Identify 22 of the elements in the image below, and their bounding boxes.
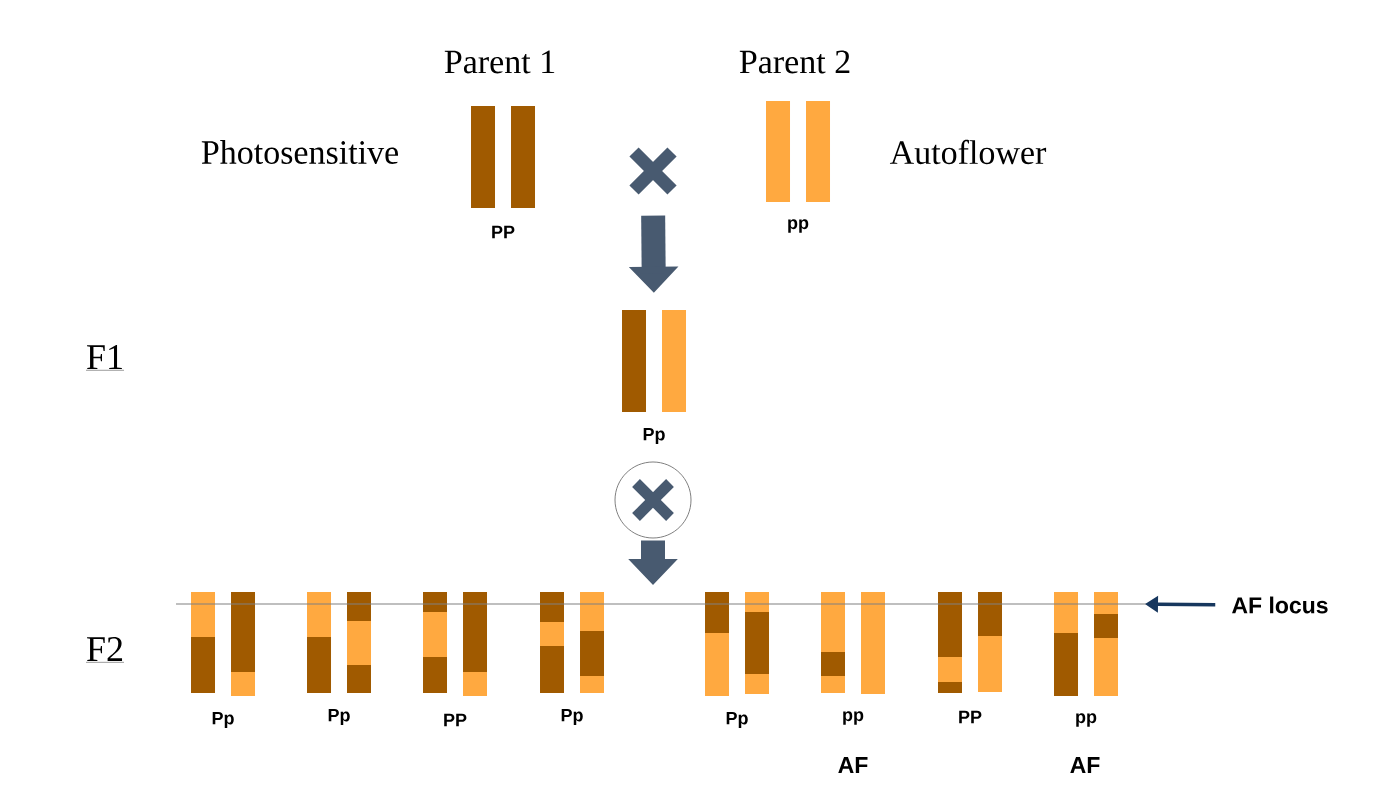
genotype-label: PP <box>959 710 982 724</box>
genotype-label: PP <box>444 713 467 727</box>
phenotype-label: AF <box>838 757 868 773</box>
parent-label: Parent 2 <box>739 50 850 74</box>
generation-label: F1 <box>85 345 125 371</box>
genotype-label: Pp <box>726 711 748 729</box>
genotype-label: pp <box>788 219 809 233</box>
genotype-label: Pp <box>212 711 234 729</box>
genotype-label: Pp <box>643 427 665 445</box>
genotype-label: PP <box>492 225 515 239</box>
genotype-label: pp <box>843 711 864 725</box>
cross-symbol <box>629 147 677 195</box>
phenotype-label: AF <box>1070 757 1100 773</box>
circled-cross-symbol <box>614 461 692 539</box>
phenotype-label: Autoflower <box>889 139 1047 165</box>
genotype-label: Pp <box>328 708 350 726</box>
phenotype-label: Photosensitive <box>201 140 398 164</box>
parent-label: Parent 1 <box>444 50 555 74</box>
generation-label: F2 <box>85 637 125 663</box>
genotype-label: pp <box>1076 713 1097 727</box>
locus-label: AF locus <box>1232 596 1328 614</box>
genotype-label: Pp <box>561 708 583 726</box>
